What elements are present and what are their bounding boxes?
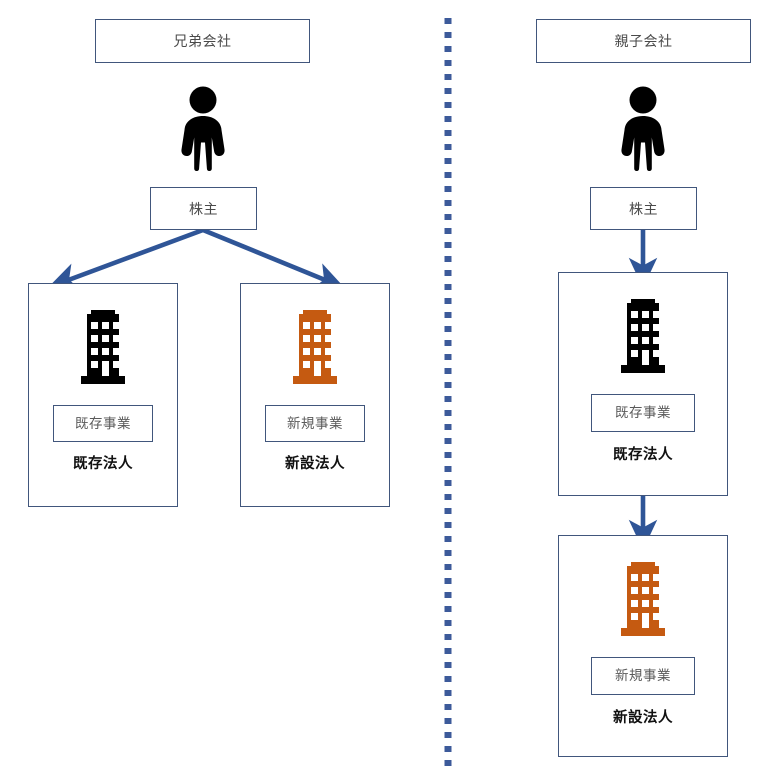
- right-new-company-name: 新設法人: [613, 710, 673, 726]
- left-company-new: 新規事業 新設法人: [240, 283, 390, 507]
- left-existing-company-name: 既存法人: [73, 456, 133, 472]
- right-shareholder-label: 株主: [629, 200, 658, 217]
- building-icon: [72, 306, 134, 388]
- left-header-box: 兄弟会社: [95, 19, 310, 63]
- left-existing-business-box: 既存事業: [53, 405, 153, 442]
- left-company-existing: 既存事業 既存法人: [28, 283, 178, 507]
- person-icon: [172, 86, 234, 171]
- left-shareholder-box: 株主: [150, 187, 257, 230]
- left-header-label: 兄弟会社: [173, 33, 232, 49]
- right-existing-company-name: 既存法人: [613, 447, 673, 463]
- right-company-existing: 既存事業 既存法人: [558, 272, 728, 496]
- right-header-label: 親子会社: [614, 33, 673, 49]
- left-existing-business-label: 既存事業: [75, 415, 131, 431]
- left-new-business-box: 新規事業: [265, 405, 365, 442]
- left-new-business-label: 新規事業: [287, 415, 343, 431]
- building-icon: [284, 306, 346, 388]
- building-icon: [612, 295, 674, 377]
- right-company-new: 新規事業 新設法人: [558, 535, 728, 757]
- left-new-company-name: 新設法人: [285, 456, 345, 472]
- person-icon: [612, 86, 674, 171]
- right-new-business-label: 新規事業: [615, 668, 671, 684]
- building-icon: [612, 558, 674, 640]
- right-existing-business-box: 既存事業: [591, 394, 695, 432]
- right-shareholder-box: 株主: [590, 187, 697, 230]
- left-shareholder-label: 株主: [189, 200, 218, 217]
- right-existing-business-label: 既存事業: [615, 405, 671, 421]
- right-new-business-box: 新規事業: [591, 657, 695, 695]
- right-header-box: 親子会社: [536, 19, 751, 63]
- arrow-left-to-new: [202, 227, 345, 290]
- arrow-left-to-existing: [47, 227, 204, 291]
